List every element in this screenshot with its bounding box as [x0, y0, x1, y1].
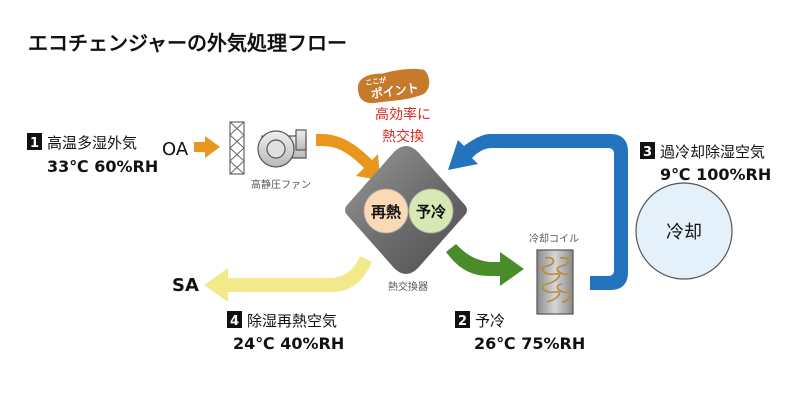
blue-return-arrow — [448, 134, 628, 290]
yellow-flow-arrow — [204, 256, 372, 302]
point-badge-small: ここが — [365, 75, 387, 87]
oa-arrow — [194, 136, 220, 158]
page-title: エコチェンジャーの外気処理フロー — [28, 31, 347, 55]
orange-flow-arrow — [316, 134, 380, 180]
step-1-condition: 33℃ 60%RH — [47, 157, 158, 176]
fan-icon — [257, 129, 307, 168]
step-3-number: 3 — [643, 145, 652, 160]
step-4-condition: 24℃ 40%RH — [233, 334, 344, 353]
precool-label: 予冷 — [416, 203, 446, 221]
step-3-label: 過冷却除湿空気 — [660, 143, 765, 161]
point-text-line1: 高効率に — [375, 106, 431, 123]
step-3-condition: 9℃ 100%RH — [660, 165, 771, 184]
point-text-line2: 熱交換 — [382, 128, 424, 145]
step-2-condition: 26℃ 75%RH — [474, 334, 585, 353]
fan-label: 高静圧ファン — [251, 178, 311, 191]
step-1-label: 高温多湿外気 — [47, 134, 137, 152]
exchanger-label: 熱交換器 — [388, 280, 428, 293]
step-4-number: 4 — [230, 314, 239, 329]
reheat-circle — [363, 188, 409, 234]
coil-label: 冷却コイル — [529, 232, 579, 245]
filter-icon — [229, 121, 245, 175]
step-4-number-box — [227, 311, 242, 328]
oa-label: OA — [162, 139, 189, 160]
step-3-number-box — [640, 142, 655, 159]
cooling-circle — [635, 182, 733, 280]
green-flow-arrow — [446, 244, 524, 286]
step-1-number-box — [27, 133, 42, 150]
point-badge-text: ポイント — [370, 80, 420, 102]
cooling-coil-icon — [536, 249, 574, 315]
step-2-label: 予冷 — [475, 312, 505, 330]
precool-circle — [408, 188, 454, 234]
step-4-label: 除湿再熱空気 — [247, 312, 337, 330]
step-2-number-box — [455, 311, 470, 328]
sa-label: SA — [172, 275, 199, 296]
step-2-number: 2 — [458, 314, 467, 329]
cooling-label: 冷却 — [666, 222, 702, 243]
step-1-number: 1 — [30, 136, 39, 151]
point-badge: ここが ポイント — [357, 68, 430, 104]
reheat-label: 再熱 — [371, 203, 401, 221]
